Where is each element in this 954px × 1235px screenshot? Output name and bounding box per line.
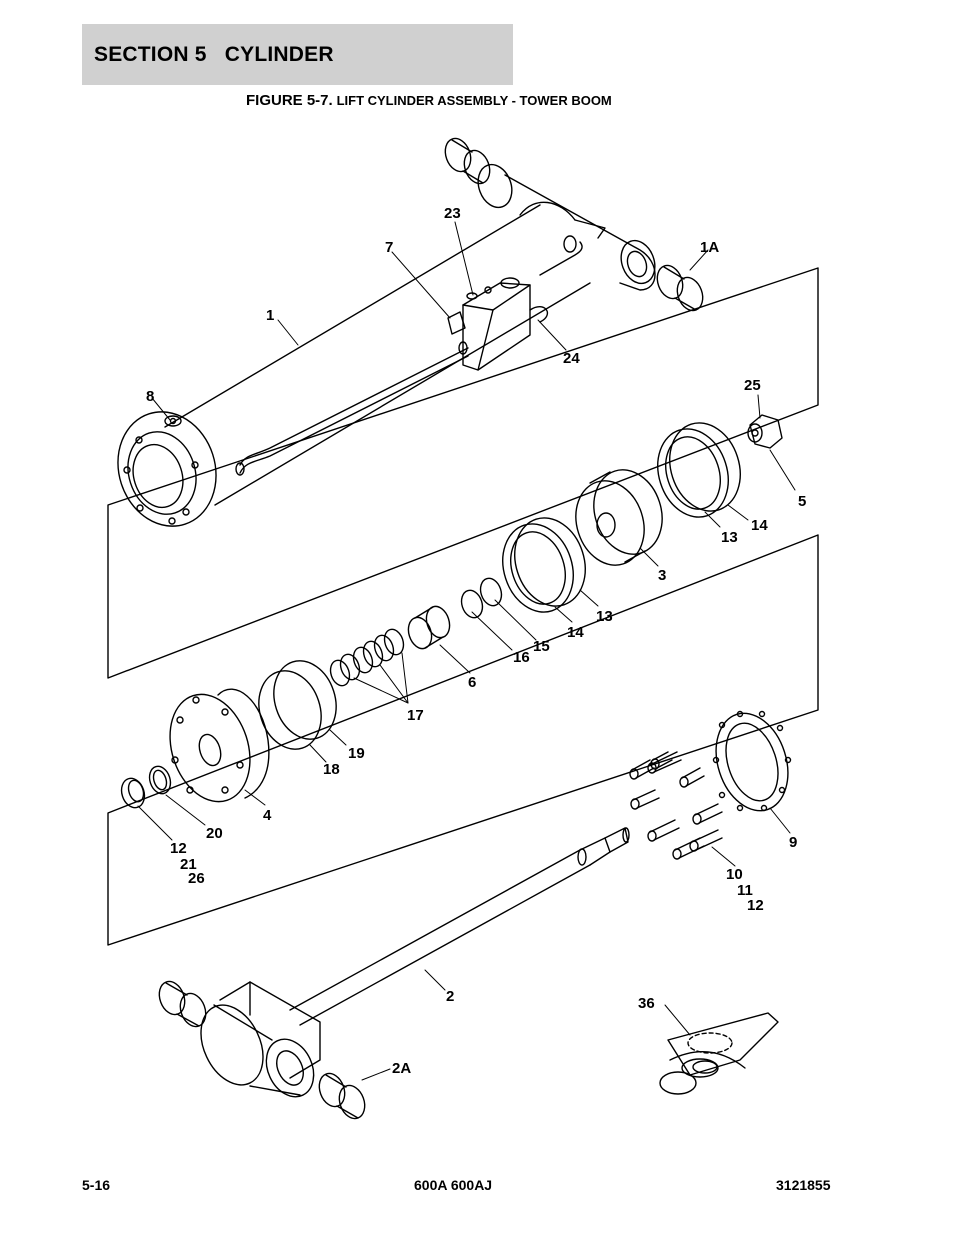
callout-9: 9 (789, 834, 797, 851)
leader-lines (137, 221, 796, 1081)
callout-10: 10 (726, 866, 743, 883)
manual-part-number: 3121855 (776, 1177, 831, 1193)
cylinder-head-part (169, 688, 270, 803)
callout-1a: 1A (700, 239, 719, 256)
callout-25: 25 (744, 377, 761, 394)
bushing-2a (318, 1072, 366, 1120)
bushing-1a (656, 264, 704, 312)
callout-7: 7 (385, 239, 393, 256)
valve-block-part (447, 277, 549, 371)
piston-rod-part (200, 827, 630, 1098)
callout-26: 26 (188, 870, 205, 887)
callout-15: 15 (533, 638, 550, 655)
locknut-part (747, 414, 783, 449)
callout-12-right: 12 (747, 897, 764, 914)
flange-ring-part (712, 710, 792, 812)
callout-6: 6 (468, 674, 476, 691)
small-rings-15-16 (460, 577, 503, 619)
piston-part (575, 469, 663, 566)
wear-ring-set-middle (502, 517, 586, 613)
callout-12-left: 12 (170, 840, 187, 857)
figure-name: LIFT CYLINDER ASSEMBLY - TOWER BOOM (336, 93, 612, 108)
bushing-top-left (444, 137, 491, 185)
callout-3: 3 (658, 567, 666, 584)
callout-1: 1 (266, 307, 274, 324)
explode-boundary-upper (107, 267, 819, 679)
callout-19: 19 (348, 745, 365, 762)
callout-16: 16 (513, 649, 530, 666)
callout-11: 11 (737, 882, 753, 899)
bushings-17 (329, 628, 405, 687)
callout-2a: 2A (392, 1060, 411, 1077)
callout-2: 2 (446, 988, 454, 1005)
seals-18-19 (258, 660, 337, 750)
model-numbers: 600A 600AJ (414, 1177, 493, 1193)
callout-13-middle: 13 (596, 608, 613, 625)
callout-36: 36 (638, 995, 655, 1012)
figure-title: FIGURE 5-7. LIFT CYLINDER ASSEMBLY - TOW… (246, 92, 612, 109)
section-header: SECTION 5 CYLINDER (82, 24, 513, 85)
section-title: SECTION 5 CYLINDER (94, 42, 334, 66)
callout-23: 23 (444, 205, 461, 222)
cylinder-clevis-part (477, 163, 656, 291)
wear-ring-set-right (657, 422, 741, 518)
callout-4: 4 (263, 807, 272, 824)
callout-21: 21 (180, 856, 197, 873)
figure-number: FIGURE 5-7. (246, 92, 333, 109)
seal-kit-part (659, 1012, 779, 1095)
bolts-10-11-12 (629, 751, 723, 860)
callout-13-right: 13 (721, 529, 738, 546)
callout-14-right: 14 (751, 517, 768, 534)
callout-24: 24 (563, 350, 580, 367)
callout-17: 17 (407, 707, 424, 724)
bushing-rod-left (158, 980, 207, 1028)
callout-18: 18 (323, 761, 340, 778)
callout-20: 20 (206, 825, 223, 842)
callout-5: 5 (798, 493, 806, 510)
page-number: 5-16 (82, 1177, 111, 1193)
spacer-part (407, 605, 451, 650)
cylinder-barrel-part (117, 204, 591, 527)
callout-14-middle: 14 (567, 624, 584, 641)
rings-12-20 (120, 765, 172, 809)
callout-8: 8 (146, 388, 154, 405)
explode-boundary-lower (107, 534, 819, 946)
